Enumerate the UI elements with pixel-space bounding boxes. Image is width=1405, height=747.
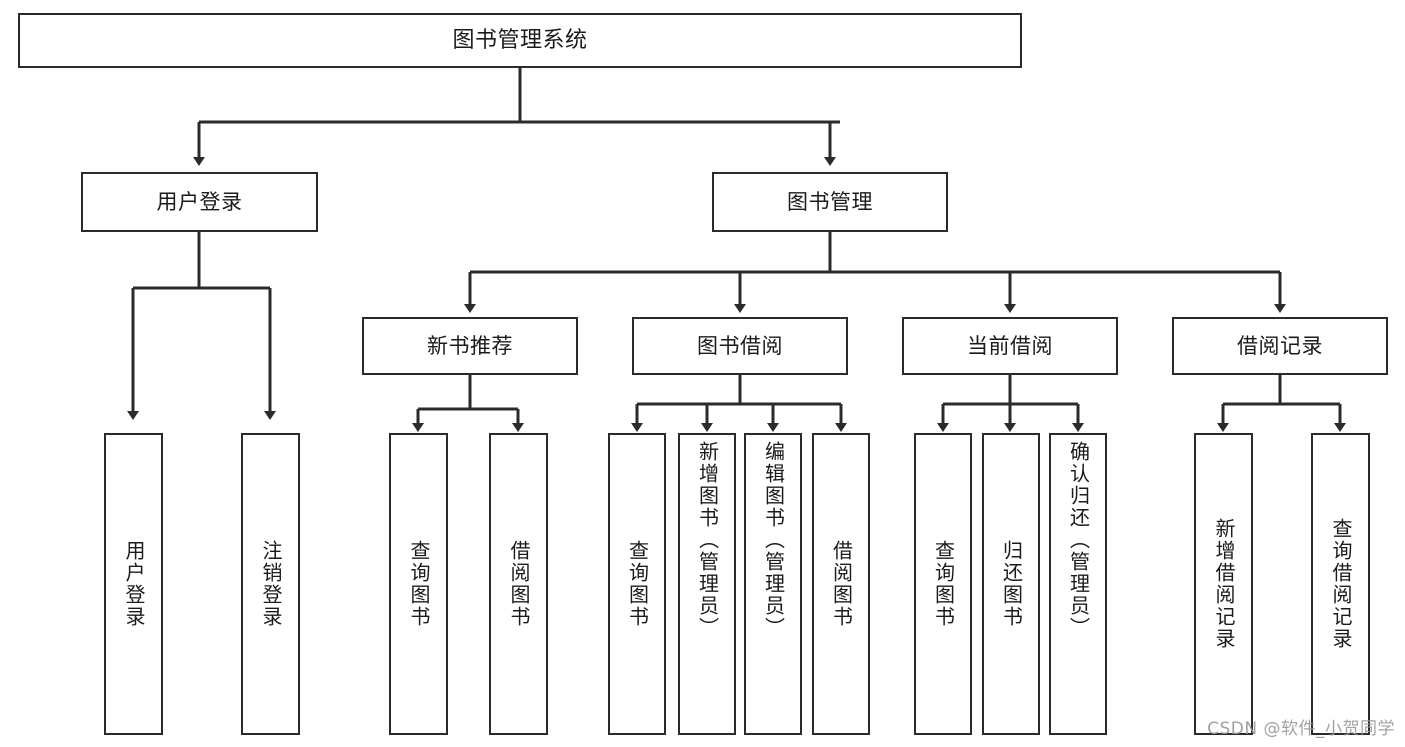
leaf-user-login-login[interactable]: 用户登录	[104, 433, 163, 735]
leaf-user-login-logout[interactable]: 注销登录	[241, 433, 300, 735]
leaf-borrow-record-query[interactable]: 查询借阅记录	[1311, 433, 1370, 735]
leaf-current-borrow-return[interactable]: 归还图书	[982, 433, 1040, 735]
node-label: 查询借阅记录	[1329, 518, 1353, 650]
node-borrow-record[interactable]: 借阅记录	[1172, 317, 1388, 375]
node-label: 图书管理	[787, 189, 873, 214]
leaf-new-book-borrow[interactable]: 借阅图书	[489, 433, 548, 735]
node-new-book-recommend[interactable]: 新书推荐	[362, 317, 578, 375]
node-label: 归还图书	[999, 540, 1024, 628]
node-label: 新增借阅记录	[1212, 518, 1236, 650]
node-label: 借阅图书	[829, 540, 854, 628]
node-user-login[interactable]: 用户登录	[81, 172, 318, 232]
leaf-current-borrow-confirm-return[interactable]: 确认归还（管理员）	[1049, 433, 1107, 735]
node-label: 查询图书	[625, 540, 650, 628]
node-current-borrow[interactable]: 当前借阅	[902, 317, 1118, 375]
node-label: 图书管理系统	[452, 27, 588, 53]
leaf-book-borrow-query[interactable]: 查询图书	[608, 433, 666, 735]
node-label: 新增图书（管理员）	[695, 441, 720, 639]
leaf-borrow-record-add[interactable]: 新增借阅记录	[1194, 433, 1253, 735]
node-label: 确认归还（管理员）	[1066, 441, 1091, 639]
node-book-management[interactable]: 图书管理	[712, 172, 948, 232]
node-root-book-management-system[interactable]: 图书管理系统	[18, 13, 1022, 68]
node-label: 当前借阅	[967, 333, 1053, 358]
node-book-borrow[interactable]: 图书借阅	[632, 317, 848, 375]
node-label: 新书推荐	[427, 333, 513, 358]
leaf-book-borrow-add[interactable]: 新增图书（管理员）	[678, 433, 736, 735]
leaf-current-borrow-query[interactable]: 查询图书	[914, 433, 972, 735]
node-label: 借阅图书	[507, 540, 531, 628]
node-label: 查询图书	[931, 540, 956, 628]
watermark-text: CSDN @软件_小贺同学	[1207, 719, 1395, 739]
node-label: 借阅记录	[1237, 333, 1323, 358]
leaf-book-borrow-borrow[interactable]: 借阅图书	[812, 433, 870, 735]
node-label: 用户登录	[156, 189, 243, 214]
node-label: 注销登录	[259, 540, 283, 628]
node-label: 图书借阅	[697, 333, 783, 358]
node-label: 用户登录	[122, 540, 146, 628]
leaf-book-borrow-edit[interactable]: 编辑图书（管理员）	[744, 433, 802, 735]
node-label: 编辑图书（管理员）	[761, 441, 786, 639]
leaf-new-book-query[interactable]: 查询图书	[389, 433, 448, 735]
node-label: 查询图书	[407, 540, 431, 628]
